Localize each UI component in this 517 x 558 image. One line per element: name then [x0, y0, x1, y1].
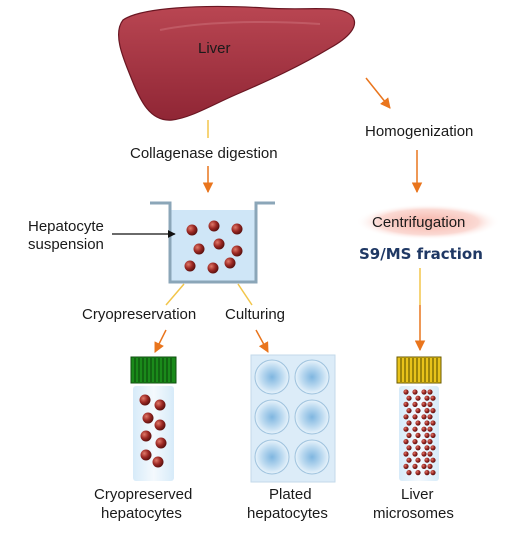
- microsome-particle: [430, 457, 436, 463]
- microsome-particle: [424, 445, 430, 451]
- culture-connector: [237, 283, 253, 306]
- microsome-particle: [430, 432, 436, 438]
- homogenization-label: Homogenization: [365, 123, 473, 140]
- microsome-particle: [406, 470, 412, 476]
- s9-fraction-label: S9/MS fraction: [359, 245, 483, 263]
- microsome-particle: [427, 426, 433, 432]
- microsome-particle: [421, 414, 427, 420]
- microsome-particle: [421, 401, 427, 407]
- microsome-particle: [403, 439, 409, 445]
- culturing-label: Culturing: [225, 306, 285, 323]
- plate-arrow: [255, 329, 269, 353]
- microsome-particle: [424, 470, 430, 476]
- microsome-particle: [403, 414, 409, 420]
- collagenase-label: Collagenase digestion: [130, 145, 278, 162]
- microsome-particle: [403, 426, 409, 432]
- microsome-particle: [415, 445, 421, 451]
- microsome-particle: [412, 414, 418, 420]
- liver-label: Liver: [198, 40, 231, 57]
- microsome-particle: [406, 395, 412, 401]
- microsome-particle: [430, 395, 436, 401]
- microsome-particle: [412, 439, 418, 445]
- cryo-connector: [165, 283, 185, 306]
- suspension-label-line1: Hepatocyte: [28, 218, 104, 235]
- liver-illustration: [118, 5, 356, 121]
- cryo-output-line2: hepatocytes: [101, 505, 182, 522]
- microsome-particle: [421, 439, 427, 445]
- microsome-particle: [403, 451, 409, 457]
- microsome-particle: [427, 389, 433, 395]
- microsome-particle: [412, 426, 418, 432]
- microsome-particle: [427, 451, 433, 457]
- micro-output-line1: Liver: [401, 486, 434, 503]
- microsome-particle: [415, 395, 421, 401]
- microsome-particle: [403, 401, 409, 407]
- microsome-particle: [406, 432, 412, 438]
- microsome-particle: [421, 389, 427, 395]
- microsome-particle: [421, 426, 427, 432]
- microsome-particle: [412, 389, 418, 395]
- microsome-particle: [412, 451, 418, 457]
- homogenization-arrow: [365, 77, 391, 109]
- microsome-particle: [415, 408, 421, 414]
- micro-output-line2: microsomes: [373, 505, 454, 522]
- microsome-particle: [415, 432, 421, 438]
- suspension-cells: [184, 220, 243, 274]
- microsome-particle: [412, 463, 418, 469]
- cryo-vial-cells: [139, 394, 167, 468]
- microsome-particle: [430, 470, 436, 476]
- microsome-particle: [403, 463, 409, 469]
- cryopreservation-label: Cryopreservation: [82, 306, 196, 323]
- suspension-label-line2: suspension: [28, 236, 104, 253]
- microsome-particle: [430, 420, 436, 426]
- microsome-particle: [424, 395, 430, 401]
- microsome-particle: [415, 457, 421, 463]
- cryo-output-line1: Cryopreserved: [94, 486, 192, 503]
- microsome-particle: [406, 445, 412, 451]
- microsome-particle: [424, 432, 430, 438]
- microsome-particle: [406, 408, 412, 414]
- cryo-vial-arrow: [154, 329, 167, 353]
- microsome-particle: [415, 420, 421, 426]
- microsome-particle: [427, 401, 433, 407]
- microsome-particle: [406, 420, 412, 426]
- plated-output-line1: Plated: [269, 486, 312, 503]
- well-plate: [250, 354, 336, 483]
- microsome-particle: [421, 463, 427, 469]
- microsome-particle: [412, 401, 418, 407]
- microsome-particle: [424, 457, 430, 463]
- centrifugation-glow: [356, 204, 500, 240]
- microsome-particle: [424, 408, 430, 414]
- microsome-particle: [427, 439, 433, 445]
- microsome-particle: [406, 457, 412, 463]
- microsome-particle: [427, 414, 433, 420]
- microsome-particle: [424, 420, 430, 426]
- plated-output-line2: hepatocytes: [247, 505, 328, 522]
- microsome-particle: [415, 470, 421, 476]
- microsome-particle: [430, 445, 436, 451]
- microsome-particles: [403, 389, 436, 476]
- centrifugation-label: Centrifugation: [372, 214, 465, 231]
- microsome-particle: [430, 408, 436, 414]
- microsome-particle: [421, 451, 427, 457]
- microsome-particle: [427, 463, 433, 469]
- microsome-particle: [403, 389, 409, 395]
